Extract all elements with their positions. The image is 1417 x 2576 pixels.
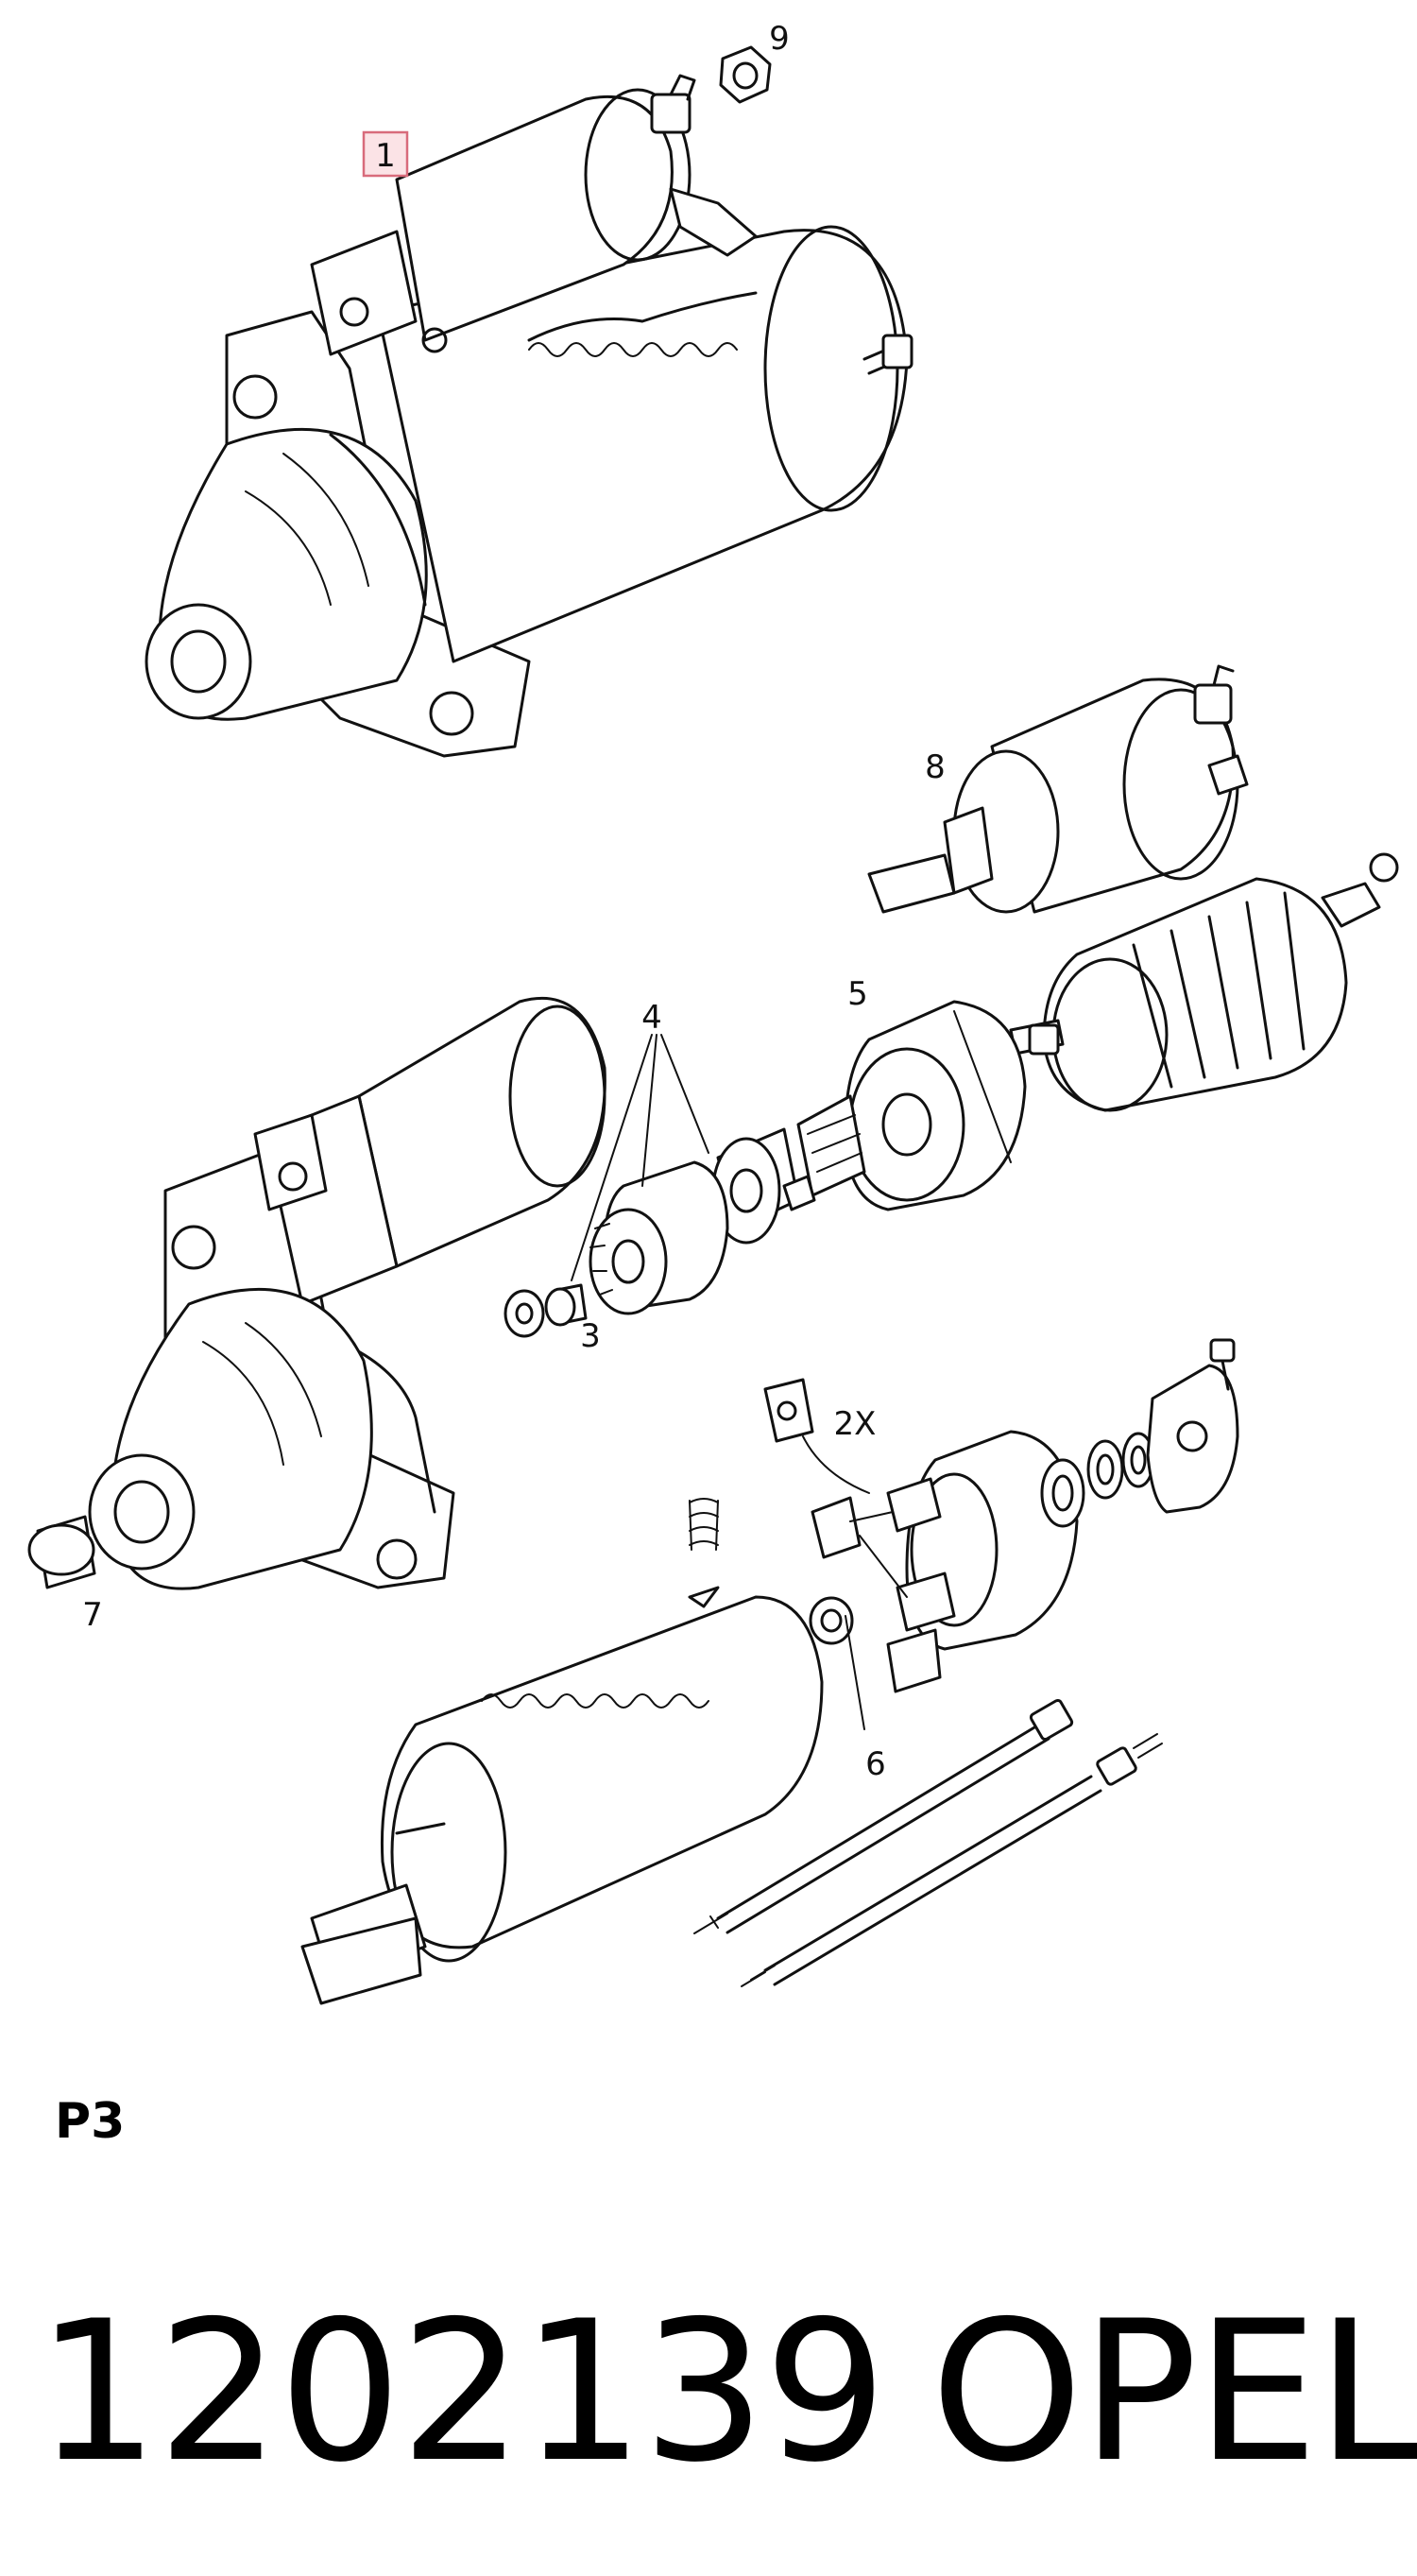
callout-2: 2X: [834, 1405, 877, 1443]
callout-3: 3: [580, 1317, 601, 1355]
washer-set: [1040, 1338, 1239, 1528]
nut-part-9: [719, 45, 772, 104]
callout-1-highlight-box: [362, 130, 409, 178]
starter-housing: [88, 996, 606, 1590]
solenoid-part-8: [867, 664, 1249, 914]
diagram-label: P3: [55, 2093, 126, 2150]
callout-6: 6: [865, 1745, 886, 1783]
pinion-shaft-part-4: [711, 1094, 866, 1245]
brand-name: OPEL: [930, 2280, 1417, 2505]
callout-1-highlighted: 1: [362, 130, 409, 178]
brush-plate-assembly: [689, 1378, 1079, 1693]
callout-4: 4: [641, 999, 662, 1037]
callout-leaders: [571, 1034, 865, 1730]
callout-7: 7: [82, 1596, 103, 1634]
yoke-shell: [300, 1586, 824, 2005]
bushing-part-7: [27, 1515, 96, 1589]
callout-9: 9: [769, 20, 790, 58]
callout-1: 1: [375, 137, 396, 175]
callout-8: 8: [925, 748, 946, 786]
drive-end-shield-part-5: [844, 1000, 1027, 1211]
assembled-starter-motor: [145, 74, 913, 758]
bushing-pair-part-3: [504, 1283, 588, 1338]
callout-5: 5: [847, 975, 868, 1013]
pinion-gear: [589, 1160, 729, 1315]
part-number: 1202139: [36, 2280, 887, 2505]
through-bolt-pair: [693, 1698, 1163, 1987]
